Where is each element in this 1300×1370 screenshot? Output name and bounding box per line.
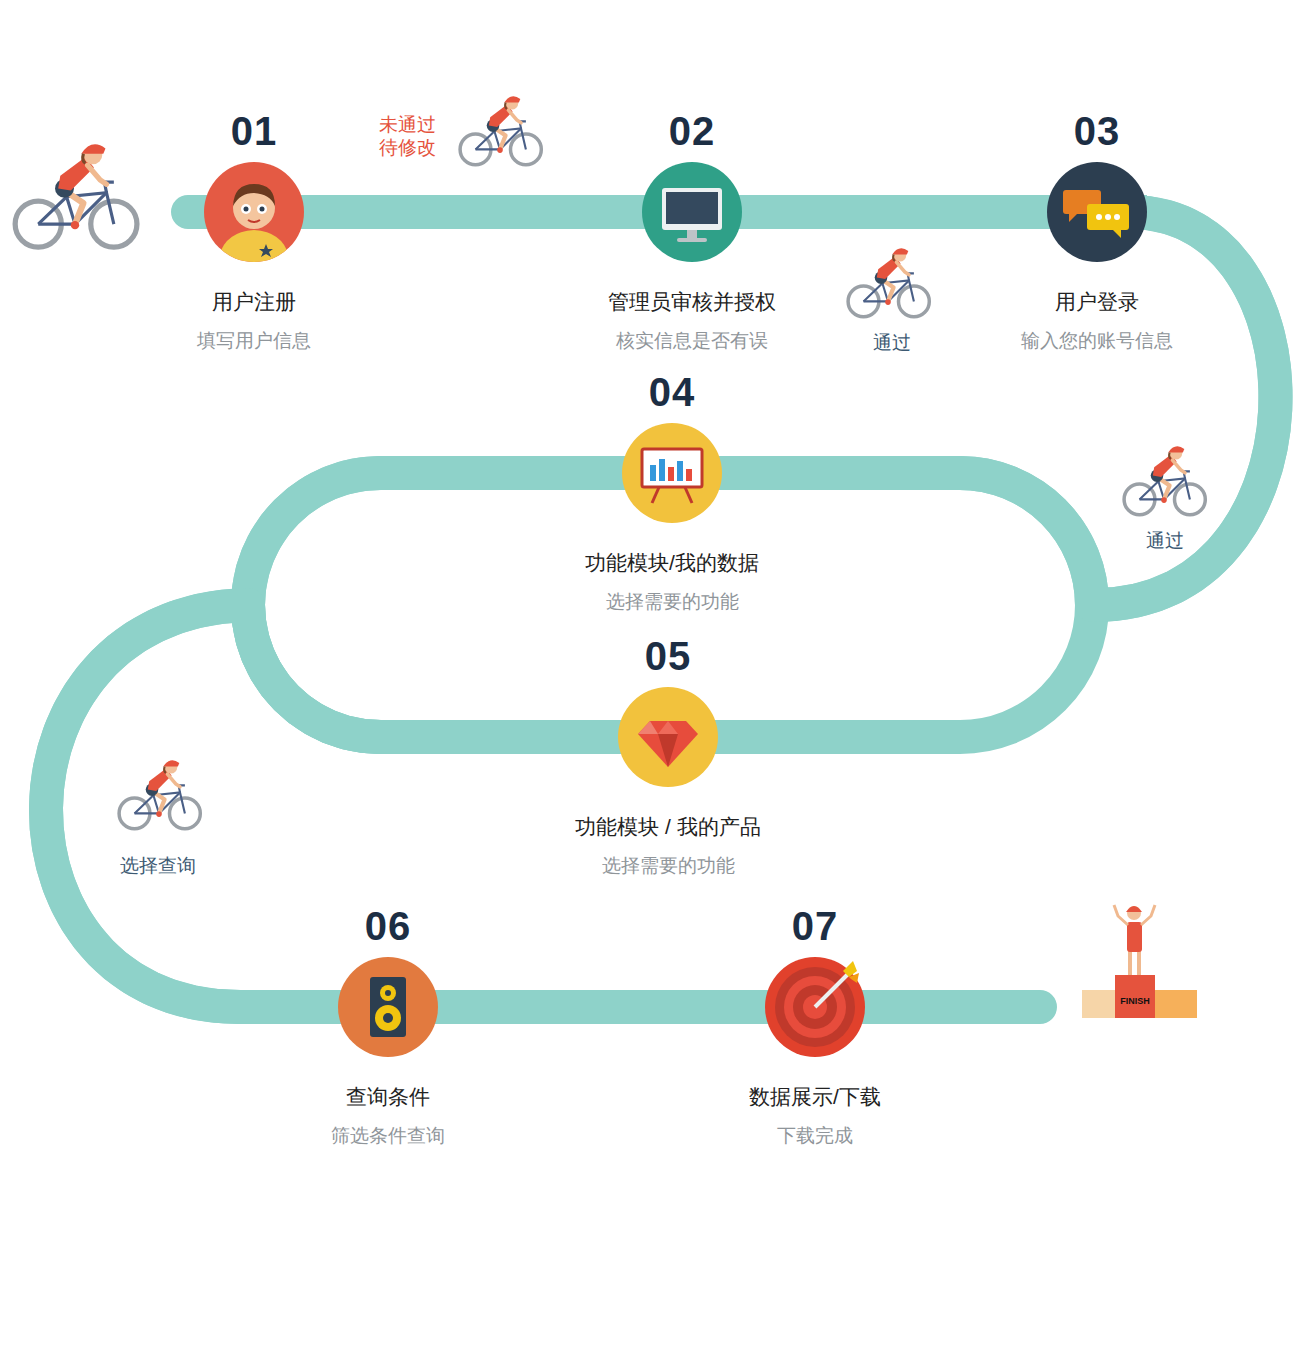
step-icon	[338, 957, 438, 1057]
step-icon	[765, 957, 865, 1057]
icon-shape	[380, 985, 396, 1001]
step-icon	[622, 423, 722, 523]
step-subtitle: 下载完成	[777, 1124, 853, 1148]
icon-shape	[666, 192, 718, 224]
icon-shape	[642, 449, 702, 487]
icon-shape	[375, 1005, 401, 1031]
icon-shape	[642, 162, 742, 262]
icon-shape	[383, 1013, 393, 1023]
cyclist	[460, 96, 541, 165]
status-note: 未通过 待修改	[376, 114, 439, 160]
step-title: 功能模块/我的数据	[585, 550, 759, 576]
road-segment	[722, 212, 1275, 605]
icon-shape	[1105, 214, 1111, 220]
status-note: 通过	[873, 332, 911, 355]
step-title: 管理员审核并授权	[608, 289, 776, 315]
icon-shape	[622, 423, 722, 523]
cyclist	[15, 144, 137, 247]
icon-shape	[687, 230, 697, 238]
icon-shape	[668, 467, 674, 481]
step-subtitle: 选择需要的功能	[602, 854, 735, 878]
icon-shape	[618, 687, 718, 787]
step-icon	[204, 162, 304, 262]
milestone-node: 06查询条件筛选条件查询	[338, 957, 438, 1057]
cyclist	[1124, 446, 1205, 515]
status-note: 选择查询	[120, 855, 196, 878]
cyclist	[119, 760, 200, 829]
icon-shape	[257, 204, 267, 214]
icon-shape	[658, 734, 678, 767]
step-title: 功能模块 / 我的产品	[575, 814, 761, 840]
road-segment	[304, 195, 642, 229]
milestone-node: 01用户注册填写用户信息	[204, 162, 304, 262]
icon-shape	[204, 162, 304, 262]
status-note: 通过	[1146, 530, 1184, 553]
step-icon	[1047, 162, 1147, 262]
icon-shape	[849, 973, 859, 983]
icon-shape	[775, 967, 855, 1047]
step-title: 查询条件	[346, 1084, 430, 1110]
icon-shape	[1113, 230, 1121, 238]
icon-shape	[1087, 204, 1129, 230]
icon-shape	[1096, 214, 1102, 220]
step-number: 05	[645, 633, 692, 679]
step-subtitle: 筛选条件查询	[331, 1124, 445, 1148]
step-icon	[618, 687, 718, 787]
icon-shape	[686, 469, 692, 481]
step-number: 02	[669, 108, 716, 154]
milestone-node: 04功能模块/我的数据选择需要的功能	[622, 423, 722, 523]
icon-shape	[241, 204, 251, 214]
icon-shape	[662, 188, 722, 230]
icon-shape	[385, 990, 391, 996]
road	[46, 212, 1276, 1007]
icon-shape	[1069, 214, 1077, 222]
icon-shape	[638, 721, 658, 734]
icon-shape	[370, 977, 406, 1037]
finish-sign: FINISH	[1120, 996, 1150, 1007]
icon-shape	[659, 459, 665, 481]
step-icon	[642, 162, 742, 262]
milestone-node: 02管理员审核并授权核实信息是否有误	[642, 162, 742, 262]
step-subtitle: 填写用户信息	[197, 329, 311, 353]
step-subtitle: 核实信息是否有误	[616, 329, 768, 353]
step-number: 07	[792, 903, 839, 949]
road-segment	[742, 195, 1047, 229]
icon-shape	[677, 461, 683, 481]
icon-shape	[638, 721, 698, 767]
icon-shape	[260, 207, 265, 212]
step-title: 数据展示/下载	[749, 1084, 881, 1110]
finish-podium	[1082, 905, 1197, 1018]
road-segment	[438, 990, 765, 1024]
icon-shape	[218, 230, 290, 262]
step-title: 用户登录	[1055, 289, 1139, 315]
road-segment	[46, 605, 618, 1007]
icon-shape	[233, 184, 275, 206]
cyclist	[848, 248, 929, 317]
icon-shape	[338, 957, 438, 1057]
icon-shape	[658, 721, 678, 734]
icon-shape	[815, 973, 849, 1007]
milestone-node: 03用户登录输入您的账号信息	[1047, 162, 1147, 262]
icon-shape	[843, 961, 857, 977]
step-title: 用户注册	[212, 289, 296, 315]
step-subtitle: 输入您的账号信息	[1021, 329, 1173, 353]
milestone-node: 05功能模块 / 我的产品选择需要的功能	[618, 687, 718, 787]
icon-shape	[650, 465, 656, 481]
step-subtitle: 选择需要的功能	[606, 590, 739, 614]
icon-shape	[259, 244, 273, 257]
milestone-node: 07数据展示/下载下载完成	[765, 957, 865, 1057]
icon-shape	[1114, 214, 1120, 220]
icon-shape	[765, 957, 865, 1057]
step-number: 06	[365, 903, 412, 949]
icon-shape	[218, 230, 290, 262]
step-number: 01	[231, 108, 278, 154]
step-number: 04	[649, 369, 696, 415]
icon-shape	[248, 220, 260, 222]
icon-shape	[244, 207, 249, 212]
step-number: 03	[1074, 108, 1121, 154]
icon-shape	[1047, 162, 1147, 262]
icon-shape	[677, 238, 707, 242]
